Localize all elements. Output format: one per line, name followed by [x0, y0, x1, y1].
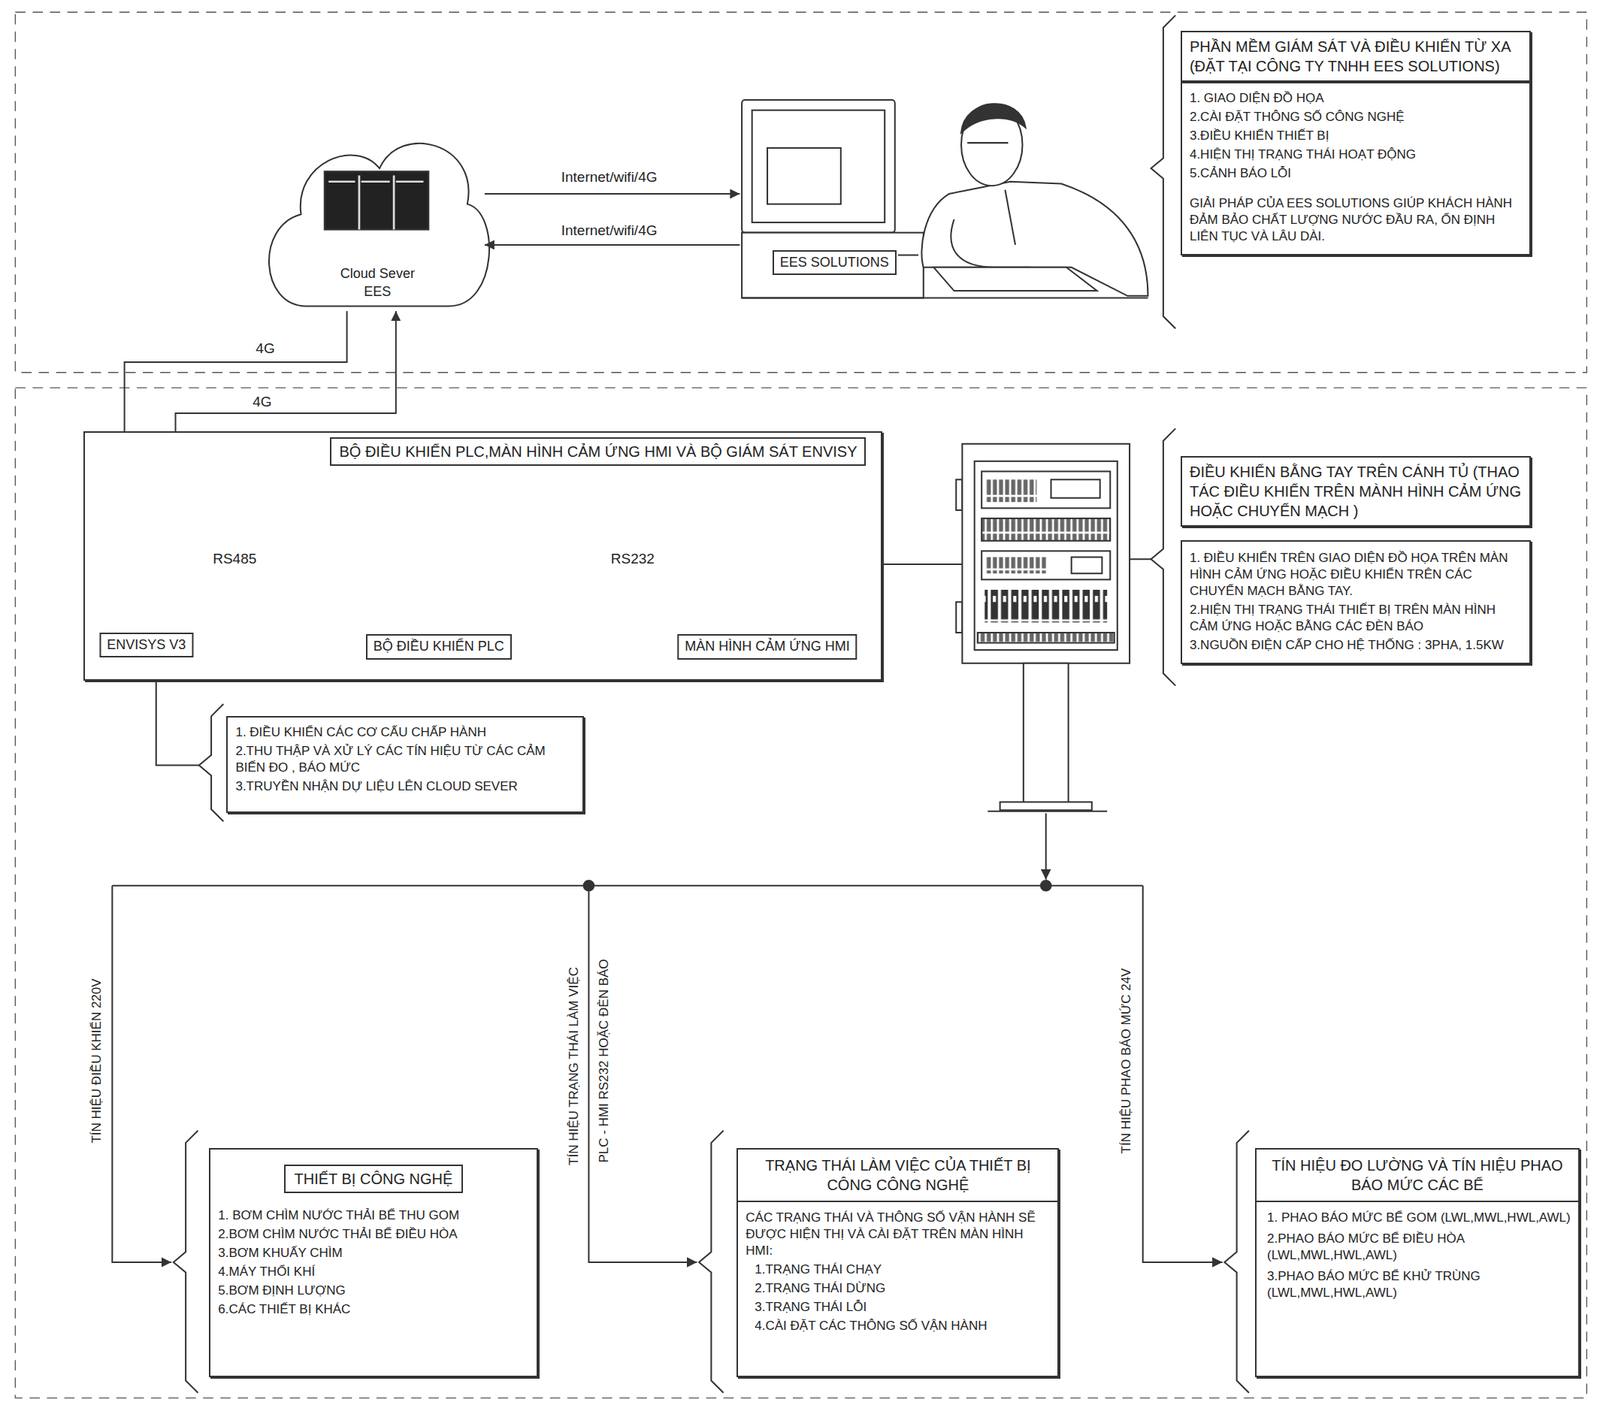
heading: PHẦN MỀM GIÁM SÁT VÀ ĐIỀU KHIỂN TỪ XA (Đ…: [1180, 30, 1531, 82]
list-item: 4.CÀI ĐẶT CÁC THÔNG SỐ VẬN HÀNH: [745, 1318, 1050, 1335]
connector-label: 4G: [252, 340, 278, 357]
list-item: 1. BƠM CHÌM NƯỚC THẢI BỂ THU GOM: [217, 1207, 529, 1225]
info-box: PHẦN MỀM GIÁM SÁT VÀ ĐIỀU KHIỂN TỪ XA (Đ…: [1180, 30, 1531, 307]
info-box: 1. ĐIỀU KHIỂN CÁC CƠ CẤU CHẤP HÀNH2.THU …: [226, 716, 584, 814]
list-item: 3.NGUỒN ĐIỆN CẤP CHO HỆ THỐNG : 3PHA, 1.…: [1189, 637, 1522, 654]
bracket: [173, 15, 1250, 1393]
list-item: 2.BƠM CHÌM NƯỚC THẢI BỂ ĐIỀU HÒA: [217, 1226, 529, 1244]
list-item: 3.TRUYỀN NHẬN DỰ LIỆU LÊN CLOUD SEVER: [235, 778, 575, 796]
heading: TÍN HIỆU ĐO LƯỜNG VÀ TÍN HIỆU PHAO BÁO M…: [1256, 1149, 1579, 1201]
control-cabinet: [955, 444, 1130, 812]
list-item: 5.BƠM ĐỊNH LƯỢNG: [217, 1282, 529, 1300]
heading: ĐIỀU KHIỂN BẰNG TAY TRÊN CÁNH TỦ (THAO T…: [1180, 456, 1531, 527]
heading-wrap: THIẾT BỊ CÔNG NGHỆ: [217, 1149, 529, 1206]
heading-wrap: TRẠNG THÁI LÀM VIỆC CỦA THIẾT BỊ CÔNG CÔ…: [737, 1149, 1058, 1203]
list-item: 3.ĐIỀU KHIỂN THIẾT BỊ: [1189, 127, 1522, 145]
cloud-label: EES: [270, 283, 485, 301]
list-item: CÁC TRẠNG THÁI VÀ THÔNG SỐ VẬN HÀNH SẼ Đ…: [745, 1209, 1050, 1260]
body-box: 1. GIAO DIỆN ĐỒ HỌA2.CÀI ĐẶT THÔNG SỐ CÔ…: [1180, 81, 1531, 257]
device-label: ENVISYS V3: [99, 632, 194, 658]
dashed-frame: [15, 12, 1587, 1398]
connector-label: 4G: [249, 393, 275, 411]
info-box: ĐIỀU KHIỂN BẰNG TAY TRÊN CÁNH TỦ (THAO T…: [1180, 456, 1531, 687]
connector-label: RS485: [209, 550, 260, 568]
list-item: 3.PHAO BÁO MỨC BỂ KHỬ TRÙNG (LWL,MWL,HWL…: [1264, 1268, 1571, 1302]
connector-label: Internet/wifi/4G: [558, 222, 661, 239]
group-heading: BỘ ĐIỀU KHIỂN PLC,MÀN HÌNH CẢM ỨNG HMI V…: [329, 437, 866, 466]
signal-label: PLC - HMI RS232 HOẶC ĐÈN BÁO: [596, 957, 612, 1166]
device-node: BỘ ĐIỀU KHIỂN PLC: [289, 501, 589, 660]
list-item: 4.HIỆN THỊ TRẠNG THÁI HOẠT ĐỘNG: [1189, 146, 1522, 164]
list-item: 2.THU THẬP VÀ XỬ LÝ CÁC TÍN HIỆU TỪ CÁC …: [235, 743, 575, 777]
list-item: 3.BƠM KHUẤY CHÌM: [217, 1245, 529, 1262]
info-box: Cloud SeverEES: [270, 127, 485, 312]
cloud-label: Cloud Sever: [270, 265, 485, 283]
device-label: MÀN HÌNH CẢM ỨNG HMI: [677, 634, 857, 660]
list-item: 1.TRẠNG THÁI CHẠY: [745, 1261, 1050, 1279]
device-label: BỘ ĐIỀU KHIỂN PLC: [365, 634, 512, 660]
list-item: 1. ĐIỀU KHIỂN CÁC CƠ CẤU CHẤP HÀNH: [235, 724, 575, 742]
device-node: MÀN HÌNH CẢM ỨNG HMI: [677, 501, 857, 660]
device-node: ENVISYS V3: [103, 498, 190, 658]
connector-label: Internet/wifi/4G: [558, 169, 661, 186]
list-item: 6.CÁC THIẾT BỊ KHÁC: [217, 1301, 529, 1319]
signal-label: TÍN HIỆU PHAO BÁO MỨC 24V: [1119, 966, 1135, 1157]
list-item: 2.PHAO BÁO MỨC BỂ ĐIỀU HÒA (LWL,MWL,HWL,…: [1264, 1231, 1571, 1265]
connector: [484, 244, 741, 246]
heading-wrap: TÍN HIỆU ĐO LƯỜNG VÀ TÍN HIỆU PHAO BÁO M…: [1256, 1149, 1579, 1203]
info-box: TÍN HIỆU ĐO LƯỜNG VÀ TÍN HIỆU PHAO BÁO M…: [1255, 1148, 1580, 1379]
list-item: GIẢI PHÁP CỦA EES SOLUTIONS GIÚP KHÁCH H…: [1189, 195, 1522, 245]
computer: [741, 99, 924, 298]
list-item: 4.MÁY THỔI KHÍ: [217, 1264, 529, 1281]
info-box: THIẾT BỊ CÔNG NGHỆ 1. BƠM CHÌM NƯỚC THẢI …: [208, 1148, 538, 1379]
cloud-text: Cloud SeverEES: [270, 265, 485, 301]
list-item: 5.CẢNH BÁO LỖI: [1189, 165, 1522, 182]
connector-label: RS232: [607, 550, 658, 568]
operator-figure: [741, 103, 1148, 298]
list-item: 1. GIAO DIỆN ĐỒ HỌA: [1189, 90, 1522, 107]
device-node: EES SOLUTIONS: [739, 96, 923, 298]
info-box: BỘ ĐIỀU KHIỂN PLC,MÀN HÌNH CẢM ỨNG HMI V…: [83, 431, 883, 681]
list-item: 3.TRẠNG THÁI LỖI: [745, 1299, 1050, 1316]
list-item: 1. ĐIỀU KHIỂN TRÊN GIAO DIỆN ĐỒ HỌA TRÊN…: [1189, 550, 1522, 600]
body-box: 1. ĐIỀU KHIỂN TRÊN GIAO DIỆN ĐỒ HỌA TRÊN…: [1180, 540, 1531, 666]
heading: TRẠNG THÁI LÀM VIỆC CỦA THIẾT BỊ CÔNG CÔ…: [737, 1149, 1058, 1201]
cloud-server: [269, 143, 490, 307]
list-item: 2.CÀI ĐẶT THÔNG SỐ CÔNG NGHỆ: [1189, 108, 1522, 126]
signal-label: TÍN HIỆU ĐIỀU KHIỂN 220V: [89, 976, 105, 1146]
list-item: 2.HIỆN THỊ TRẠNG THÁI THIẾT BỊ TRÊN MÀN …: [1189, 601, 1522, 636]
heading: THIẾT BỊ CÔNG NGHỆ: [284, 1164, 464, 1194]
connector: [484, 193, 741, 195]
signal-label: TÍN HIỆU TRẠNG THÁI LÀM VIỆC: [566, 964, 582, 1168]
list-item: 2.TRẠNG THÁI DỪNG: [745, 1280, 1050, 1298]
info-box: TRẠNG THÁI LÀM VIỆC CỦA THIẾT BỊ CÔNG CÔ…: [736, 1148, 1059, 1379]
device-label: EES SOLUTIONS: [772, 250, 897, 276]
list-item: 1. PHAO BÁO MỨC BỂ GOM (LWL,MWL,HWL,AWL): [1264, 1209, 1571, 1227]
